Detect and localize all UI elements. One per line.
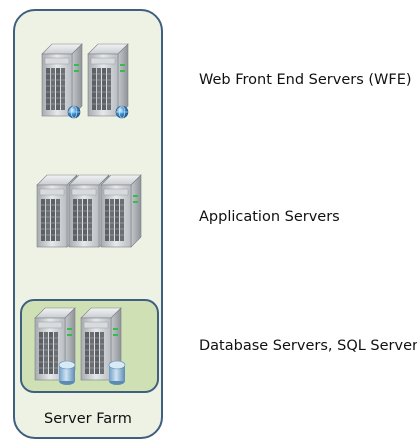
server-farm-label: Server Farm: [44, 411, 132, 427]
application-servers-label: Application Servers: [199, 209, 340, 225]
application-server-icon: [36, 174, 142, 248]
web-front-end-label: Web Front End Servers (WFE): [199, 72, 412, 88]
web-server-icon: [41, 43, 129, 119]
database-servers-label: Database Servers, SQL Servers: [199, 338, 417, 354]
database-server-icon: [34, 307, 126, 386]
